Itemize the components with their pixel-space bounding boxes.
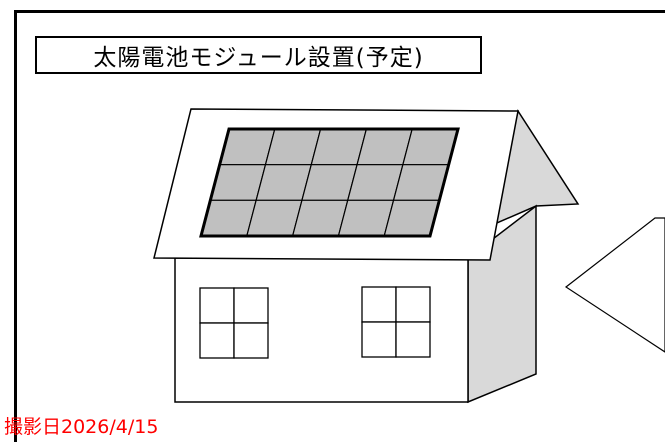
shooting-date: 撮影日2026/4/15 [4,416,159,438]
window-pane [233,287,269,324]
window-pane [395,321,431,358]
window-pane [199,322,235,359]
board-frame [14,10,665,442]
window-pane [361,321,397,358]
window-left [199,287,269,359]
window-pane [199,287,235,324]
board-title: 太陽電池モジュール設置(予定) [35,36,482,74]
solar-panel-array [199,127,460,238]
speech-bubble [564,217,665,353]
solar-array-border [199,127,460,238]
window-right [361,286,431,358]
window-pane [233,322,269,359]
window-pane [361,286,397,323]
window-pane [395,286,431,323]
